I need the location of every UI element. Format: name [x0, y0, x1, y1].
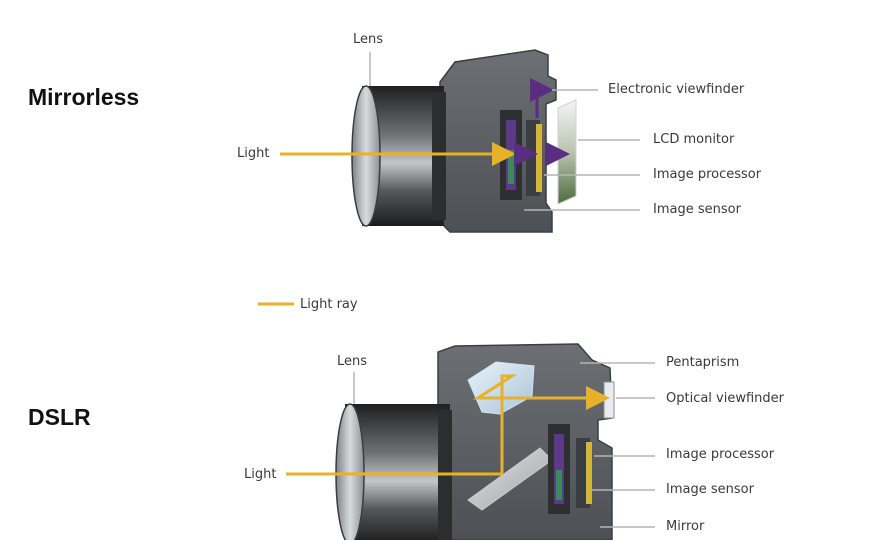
dslr-ovf-label: Optical viewfinder: [666, 391, 785, 406]
dslr-lens-label: Lens: [337, 354, 368, 369]
dslr-camera: [286, 343, 655, 540]
dslr-light-path: [286, 374, 610, 476]
dslr-processor-label: Image processor: [666, 447, 775, 462]
mirrorless-image-processor: [536, 124, 542, 192]
dslr-image-processor: [586, 442, 592, 504]
dslr-sensor-label: Image sensor: [666, 482, 754, 497]
dslr-viewfinder-eyepiece: [603, 381, 615, 419]
mirrorless-lens-label: Lens: [353, 32, 384, 47]
dslr-lens-glass: [335, 403, 365, 540]
mirrorless-lens-ring: [432, 92, 446, 220]
dslr-leader-lines: [353, 362, 655, 528]
dslr-light-label: Light: [244, 467, 277, 482]
mirrorless-title: Mirrorless: [28, 84, 140, 110]
dslr-mirror-label: Mirror: [666, 519, 705, 534]
dslr-pentaprism-label: Pentaprism: [666, 355, 740, 370]
mirrorless-leader-lines: [369, 52, 640, 211]
mirrorless-camera: [280, 49, 640, 233]
mirrorless-lcd-monitor: [557, 99, 577, 205]
dslr-image-sensor: [554, 434, 564, 504]
legend-light-ray-label: Light ray: [300, 297, 358, 312]
mirrorless-sensor-green: [508, 150, 514, 184]
mirrorless-evf-label: Electronic viewfinder: [608, 82, 745, 97]
mirrorless-evf-arrow: [530, 78, 554, 118]
dslr-sensor-green: [556, 470, 562, 500]
mirrorless-processor-label: Image processor: [653, 167, 762, 182]
mirrorless-light-label: Light: [237, 146, 270, 161]
mirrorless-sensor-label: Image sensor: [653, 202, 741, 217]
mirrorless-lcd-label: LCD monitor: [653, 132, 735, 147]
mirrorless-lens-glass: [351, 85, 381, 227]
dslr-title: DSLR: [28, 404, 91, 430]
